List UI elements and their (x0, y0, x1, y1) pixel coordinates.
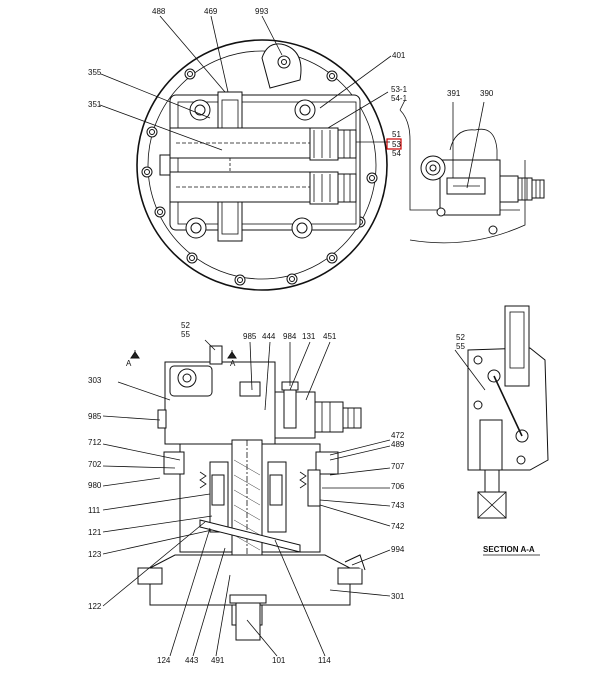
label-a-right: A (230, 359, 236, 368)
highlight-box (386, 138, 402, 150)
label-391: 391 (447, 89, 461, 98)
top-labels: 488 469 993 401 355 53-1 54-1 351 51 53 … (88, 7, 494, 158)
label-53: 53 (392, 140, 401, 149)
label-444: 444 (262, 332, 276, 341)
label-114: 114 (318, 656, 331, 665)
label-53-1: 53-1 (391, 85, 408, 94)
label-451: 451 (323, 332, 337, 341)
section-caption: SECTION A-A (483, 545, 535, 554)
label-469: 469 (204, 7, 218, 16)
label-52: 52 (181, 321, 190, 330)
label-443: 443 (185, 656, 199, 665)
section-a-a-view (454, 305, 549, 519)
label-55-aa: 55 (456, 342, 465, 351)
label-52-aa: 52 (456, 333, 465, 342)
label-712: 712 (88, 438, 102, 447)
label-993: 993 (255, 7, 269, 16)
label-707: 707 (391, 462, 405, 471)
label-984: 984 (283, 332, 297, 341)
label-702: 702 (88, 460, 102, 469)
label-54: 54 (392, 149, 401, 158)
label-55: 55 (181, 330, 190, 339)
label-355: 355 (88, 68, 102, 77)
label-123: 123 (88, 550, 102, 559)
label-390: 390 (480, 89, 494, 98)
label-101: 101 (272, 656, 286, 665)
label-121: 121 (88, 528, 102, 537)
label-985: 985 (88, 412, 102, 421)
label-a-left: A (126, 359, 132, 368)
label-706: 706 (391, 482, 405, 491)
detail-view (399, 99, 545, 244)
label-131: 131 (302, 332, 316, 341)
section-view (130, 345, 366, 641)
label-980: 980 (88, 481, 102, 490)
label-994: 994 (391, 545, 405, 554)
label-742: 742 (391, 522, 405, 531)
label-489: 489 (391, 440, 405, 449)
label-491: 491 (211, 656, 225, 665)
label-472: 472 (391, 431, 405, 440)
label-51: 51 (392, 130, 401, 139)
label-111: 111 (88, 506, 101, 515)
label-743: 743 (391, 501, 405, 510)
label-351: 351 (88, 100, 102, 109)
top-view-leaders (99, 15, 392, 151)
section-labels: 52 55 985 444 984 131 451 A A 303 985 71… (88, 321, 540, 665)
label-985-top: 985 (243, 332, 257, 341)
label-122: 122 (88, 602, 102, 611)
label-488: 488 (152, 7, 166, 16)
top-view (136, 39, 388, 291)
label-401: 401 (392, 51, 406, 60)
label-301: 301 (391, 592, 405, 601)
label-124: 124 (157, 656, 171, 665)
label-54-1: 54-1 (391, 94, 408, 103)
label-303: 303 (88, 376, 102, 385)
section-leaders (102, 339, 391, 657)
